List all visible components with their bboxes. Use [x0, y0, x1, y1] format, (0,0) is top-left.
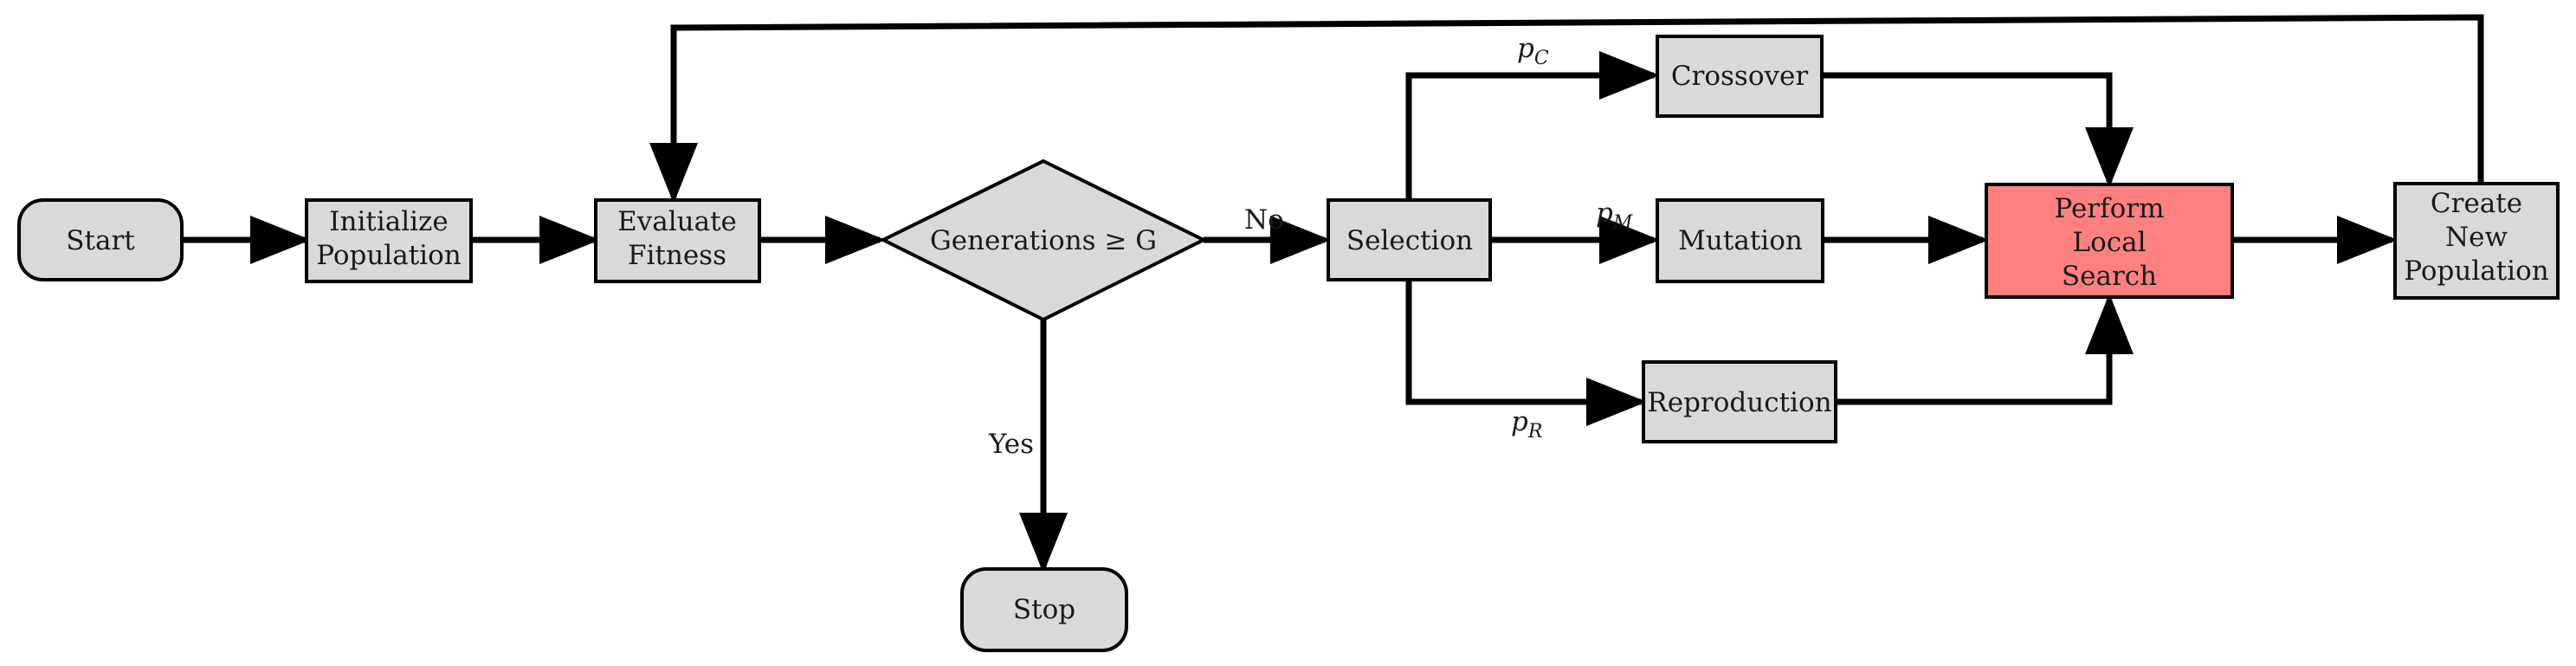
node-reproduction: Reproduction [1642, 360, 1837, 443]
edge-labels: No Yes pC pM pR [988, 33, 1633, 460]
node-initialize-population: Initialize Population [305, 198, 473, 283]
node-create-population: Create New Population [2393, 182, 2560, 300]
node-stop-label: Stop [1013, 594, 1075, 625]
edge-reproduction-to-local [1836, 294, 2134, 405]
node-create-label-2: New [2445, 222, 2508, 253]
node-mutation: Mutation [1656, 198, 1824, 283]
edge-label-pc: pC [1517, 33, 1549, 69]
edge-label-pm: pM [1596, 197, 1633, 234]
node-local-label-2: Local [2072, 227, 2146, 258]
node-initialize-label-2: Population [316, 240, 462, 271]
node-create-label-3: Population [2404, 255, 2549, 287]
node-start: Start [17, 198, 184, 281]
edge-label-pm-sub: M [1612, 212, 1633, 234]
node-decision-label: Generations ≥ G [930, 225, 1157, 256]
node-evaluate-fitness: Evaluate Fitness [594, 198, 761, 283]
edge-label-pr: pR [1511, 406, 1542, 443]
node-mutation-label: Mutation [1678, 225, 1803, 256]
node-reproduction-label: Reproduction [1647, 387, 1831, 418]
node-evaluate-label-1: Evaluate [617, 206, 737, 237]
node-evaluate-label-2: Fitness [628, 240, 726, 271]
edge-label-pc-main: p [1517, 33, 1534, 64]
edge-label-yes: Yes [988, 429, 1034, 460]
node-local-search: Perform Local Search [1985, 183, 2234, 299]
edge-selection-to-reproduction [1405, 279, 1647, 426]
edge-label-pr-main: p [1511, 406, 1528, 437]
node-crossover-label: Crossover [1671, 61, 1809, 92]
edge-label-pm-main: p [1596, 197, 1613, 229]
edge-crossover-to-local [1822, 72, 2134, 188]
edge-label-no: No [1244, 204, 1284, 236]
node-selection-label: Selection [1346, 225, 1473, 256]
node-crossover: Crossover [1656, 35, 1824, 118]
node-start-label: Start [66, 225, 135, 256]
edge-selection-to-crossover [1405, 51, 1660, 204]
node-stop: Stop [960, 567, 1128, 652]
node-local-label-3: Search [2062, 261, 2157, 292]
edge-create-to-eval [649, 14, 2484, 204]
node-selection: Selection [1327, 198, 1492, 281]
node-decision: Generations ≥ G [879, 158, 1208, 322]
node-local-label-1: Perform [2055, 193, 2165, 224]
edge-label-pr-sub: R [1527, 421, 1543, 443]
node-create-label-1: Create [2431, 188, 2522, 219]
node-initialize-label-1: Initialize [329, 206, 449, 237]
edges [182, 14, 2484, 573]
edge-label-pc-sub: C [1534, 48, 1549, 69]
